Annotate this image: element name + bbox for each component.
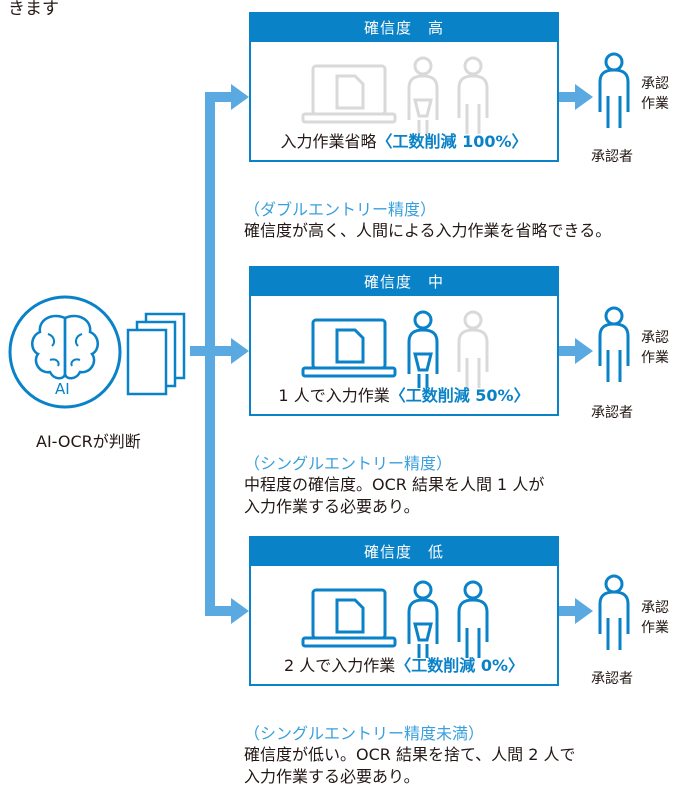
laptop-icon xyxy=(301,318,397,378)
note-body-low: 確信度が低い。OCR 結果を捨て、人間 2 人で 入力作業する必要あり。 xyxy=(244,744,576,788)
branch-top xyxy=(205,92,233,102)
approver-task-label-3: 承認 作業 xyxy=(641,598,669,638)
laptop-icon xyxy=(301,588,397,648)
person-male-icon xyxy=(457,56,489,134)
panel-caption: 入力作業省略〈工数削減 100%〉 xyxy=(251,128,557,152)
panel-icons xyxy=(301,310,489,388)
person-male-icon xyxy=(457,310,489,388)
arrow-to-approver-1-icon xyxy=(575,84,593,110)
panel-caption: 1 人で入力作業〈工数削減 50%〉 xyxy=(251,382,557,406)
confidence-panel-mid: 確信度 中 1 人で入力作業〈工数削減 50%〉 xyxy=(249,266,559,416)
panel-caption: 2 人で入力作業〈工数削減 0%〉 xyxy=(251,652,557,676)
panel-header: 確信度 高 xyxy=(251,14,557,42)
note-title-mid: （シングルエントリー精度） xyxy=(244,454,453,473)
caption-highlight: 〈工数削減 50%〉 xyxy=(389,386,530,405)
arrow-to-approver-2-stem xyxy=(559,346,577,356)
caption-prefix: 1 人で入力作業 xyxy=(278,386,390,405)
person-female-icon xyxy=(407,56,439,134)
arrow-to-approver-3-icon xyxy=(575,598,593,624)
laptop-icon xyxy=(301,64,397,124)
note-line: 中程度の確信度。OCR 結果を人間 1 人が xyxy=(244,475,545,494)
ai-badge: AI xyxy=(55,380,70,398)
arrow-bottom-icon xyxy=(231,598,249,624)
person-male-icon xyxy=(457,580,489,658)
approver-task-line: 作業 xyxy=(641,96,669,112)
arrow-to-approver-1-stem xyxy=(559,92,577,102)
person-female-icon xyxy=(407,310,439,388)
note-line: 入力作業する必要あり。 xyxy=(244,497,420,516)
approver-task-line: 承認 xyxy=(641,76,669,92)
caption-prefix: 2 人で入力作業 xyxy=(283,656,396,675)
arrow-to-approver-2-icon xyxy=(575,338,593,364)
ai-ocr-label: AI-OCRが判断 xyxy=(36,432,141,451)
approver-name-3: 承認者 xyxy=(591,671,633,687)
note-body-mid: 中程度の確信度。OCR 結果を人間 1 人が 入力作業する必要あり。 xyxy=(244,474,544,518)
note-title-low: （シングルエントリー精度未満） xyxy=(244,724,485,743)
note-body-high: 確信度が高く、人間による入力作業を省略できる。 xyxy=(244,220,611,242)
confidence-panel-high: 確信度 高 入力作業省略〈工数削減 100%〉 xyxy=(249,12,559,162)
approver-task-line: 作業 xyxy=(641,620,669,636)
caption-highlight: 〈工数削減 0%〉 xyxy=(395,656,525,675)
approver-task-label-1: 承認 作業 xyxy=(641,74,669,114)
note-line: 入力作業する必要あり。 xyxy=(244,767,420,786)
branch-mid xyxy=(190,346,233,356)
ai-brain-icon xyxy=(8,295,122,409)
note-line: 確信度が高く、人間による入力作業を省略できる。 xyxy=(244,221,612,240)
document-stack-icon xyxy=(126,312,186,396)
arrow-top-icon xyxy=(231,84,249,110)
header-fragment: きます xyxy=(8,0,59,19)
caption-prefix: 入力作業省略 xyxy=(280,132,377,151)
arrow-to-approver-3-stem xyxy=(559,606,577,616)
panel-header: 確信度 低 xyxy=(251,538,557,566)
note-title-high: （ダブルエントリー精度） xyxy=(244,200,437,219)
approver-task-line: 作業 xyxy=(641,350,669,366)
approver-name-1: 承認者 xyxy=(591,149,633,165)
approver-name-2: 承認者 xyxy=(591,405,633,421)
person-female-icon xyxy=(407,580,439,658)
confidence-panel-low: 確信度 低 2 人で入力作業〈工数削減 0%〉 xyxy=(249,536,559,686)
note-line: 確信度が低い。OCR 結果を捨て、人間 2 人で xyxy=(244,745,576,764)
caption-highlight: 〈工数削減 100%〉 xyxy=(376,132,528,151)
panel-icons xyxy=(301,580,489,658)
panel-icons xyxy=(301,56,489,134)
arrow-mid-icon xyxy=(231,338,249,364)
approver-task-line: 承認 xyxy=(641,330,669,346)
approver-task-label-2: 承認 作業 xyxy=(641,328,669,368)
approver-task-line: 承認 xyxy=(641,600,669,616)
branch-bottom xyxy=(205,606,233,616)
panel-header: 確信度 中 xyxy=(251,268,557,296)
